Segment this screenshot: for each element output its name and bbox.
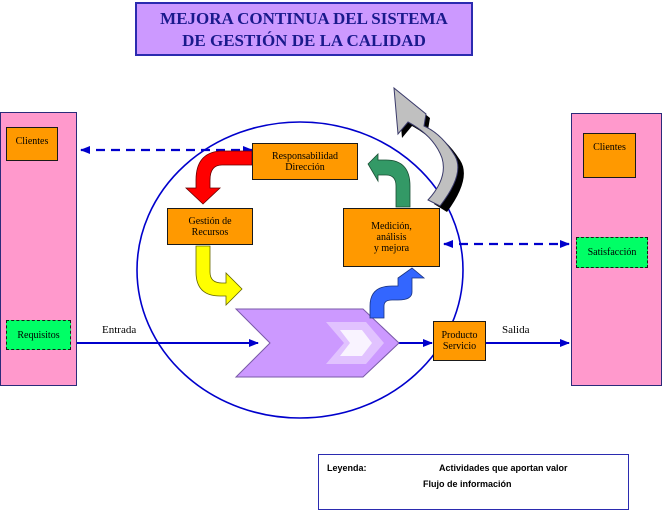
responsabilidad-box: Responsabilidad Dirección: [252, 143, 358, 180]
gestion-line-1: Gestión de: [188, 215, 232, 227]
gestion-box: Gestión de Recursos: [167, 208, 253, 245]
entrada-label: Entrada: [102, 324, 137, 336]
left-clientes-label: Clientes: [15, 136, 49, 147]
yellow-cycle-arrow: [195, 245, 243, 306]
satisfaccion-box: Satisfacción: [576, 237, 648, 268]
satisfaccion-label: Satisfacción: [587, 247, 637, 258]
legend-info-flow-label: Flujo de información: [423, 479, 512, 489]
medicion-line-3: y mejora: [373, 243, 410, 254]
responsabilidad-line-1: Responsabilidad: [271, 150, 339, 162]
blue-cycle-arrow: [369, 267, 426, 319]
medicion-line-1: Medición,: [371, 221, 412, 232]
diagram-title: MEJORA CONTINUA DEL SISTEMA DE GESTIÓN D…: [135, 2, 473, 56]
medicion-line-2: análisis: [376, 232, 407, 243]
responsabilidad-line-2: Dirección: [285, 161, 325, 173]
requisitos-label: Requisitos: [17, 329, 60, 341]
legend-activities-label: Actividades que aportan valor: [439, 463, 568, 473]
right-clientes-label: Clientes: [593, 142, 626, 153]
salida-label: Salida: [502, 324, 530, 336]
producto-line-2: Servicio: [442, 341, 477, 352]
title-line-1: MEJORA CONTINUA DEL SISTEMA: [160, 9, 448, 28]
requisitos-box: Requisitos: [6, 320, 71, 350]
red-cycle-arrow: [184, 150, 253, 205]
medicion-box: Medición, análisis y mejora: [343, 208, 440, 267]
left-clientes-box: Clientes: [6, 127, 58, 161]
producto-box: Producto Servicio: [433, 321, 486, 361]
continual-improvement-arrow: [393, 86, 459, 207]
green-cycle-arrow: [367, 153, 411, 208]
producto-line-1: Producto: [441, 330, 478, 341]
title-line-2: DE GESTIÓN DE LA CALIDAD: [182, 31, 426, 50]
legend-title: Leyenda:: [327, 463, 367, 473]
right-clientes-box: Clientes: [583, 133, 636, 178]
gestion-line-2: Recursos: [191, 226, 229, 238]
improvement-cycle-circle: [136, 121, 464, 419]
legend-box: Leyenda: Actividades que aportan valor F…: [318, 454, 629, 510]
